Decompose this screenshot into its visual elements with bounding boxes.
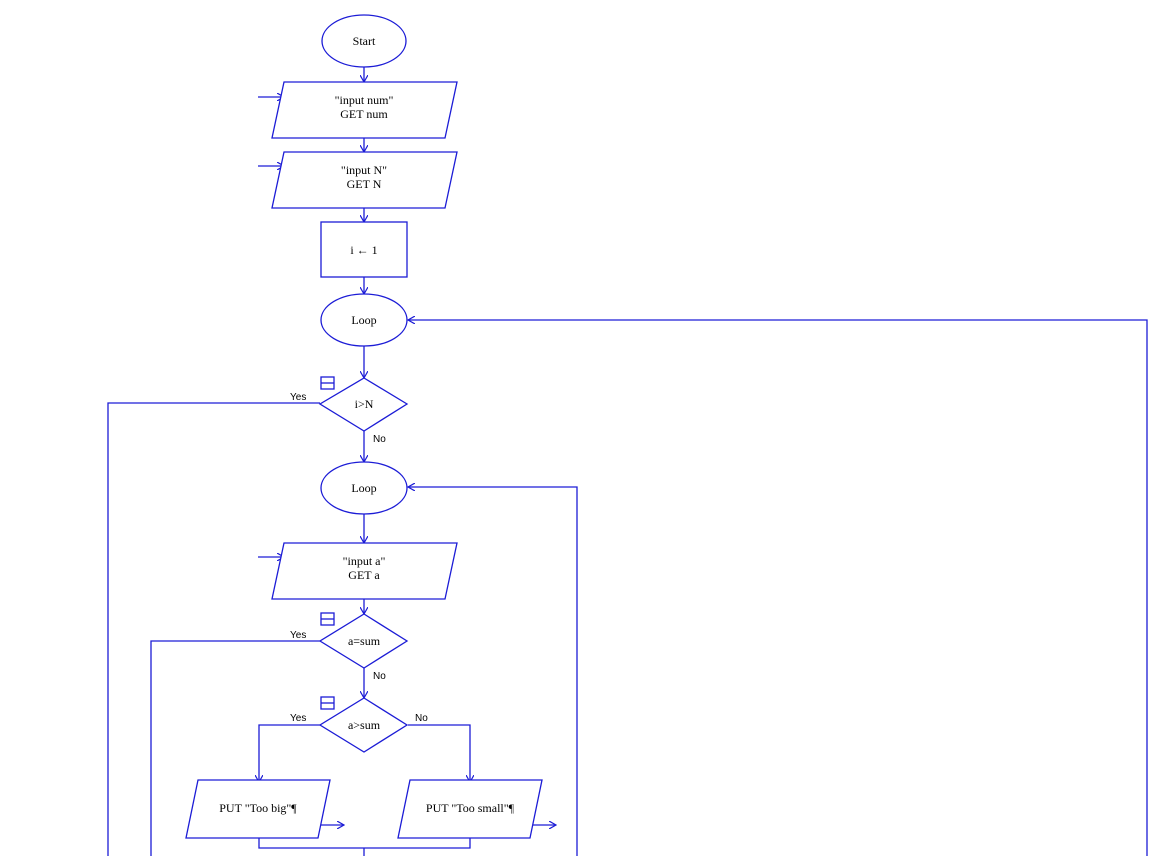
connector-inner-loop-return (408, 487, 578, 856)
assign-i-node[interactable]: i ← 1 (320, 221, 408, 278)
input-a-prompt: "input a" (343, 554, 386, 568)
cond-greater-node[interactable]: a>sum (318, 697, 409, 753)
input-n-prompt: "input N" (341, 163, 387, 177)
cond-outer-node[interactable]: i>N (318, 377, 409, 432)
input-num-get: GET num (340, 107, 388, 121)
cond-equal-no-label: No (373, 671, 386, 682)
cond-greater-yes-label: Yes (290, 713, 306, 724)
cond-equal-yes-label: Yes (290, 630, 306, 641)
assign-i-label: i ← 1 (350, 243, 377, 257)
cond-greater-label: a>sum (348, 718, 381, 732)
cond-equal-label: a=sum (348, 634, 381, 648)
connector-outer-yes-exit (107, 402, 320, 856)
put-big-label: PUT "Too big"¶ (219, 801, 297, 815)
connector-equal-yes-exit (150, 640, 320, 856)
put-small-node[interactable]: PUT "Too small"¶ (397, 779, 543, 839)
start-node[interactable]: Start (321, 14, 407, 68)
connector-outer-loop-return (408, 320, 1148, 856)
cond-outer-label: i>N (355, 397, 374, 411)
cond-outer-no-label: No (373, 434, 386, 445)
outer-loop-label: Loop (351, 313, 376, 327)
start-label: Start (353, 34, 376, 48)
input-n-node[interactable]: "input N" GET N (271, 151, 458, 209)
connector-greater-yes (259, 724, 320, 782)
cond-outer-yes-label: Yes (290, 392, 306, 403)
put-big-node[interactable]: PUT "Too big"¶ (185, 779, 331, 839)
cond-greater-no-label: No (415, 713, 428, 724)
cond-equal-node[interactable]: a=sum (318, 613, 409, 669)
collapse-icon-outer[interactable] (320, 376, 335, 390)
outer-loop-node[interactable]: Loop (320, 293, 408, 347)
collapse-icon-equal[interactable] (320, 612, 335, 626)
inner-loop-node[interactable]: Loop (320, 461, 408, 515)
connector-greater-no (408, 724, 470, 782)
input-num-node[interactable]: "input num" GET num (271, 81, 458, 139)
put-small-label: PUT "Too small"¶ (426, 801, 515, 815)
input-a-node[interactable]: "input a" GET a (271, 542, 458, 600)
input-num-prompt: "input num" (335, 93, 394, 107)
input-n-get: GET N (347, 177, 382, 191)
collapse-icon-greater[interactable] (320, 696, 335, 710)
inner-loop-label: Loop (351, 481, 376, 495)
connectors (107, 67, 1148, 856)
connector-merge (258, 838, 471, 849)
input-a-get: GET a (348, 568, 380, 582)
